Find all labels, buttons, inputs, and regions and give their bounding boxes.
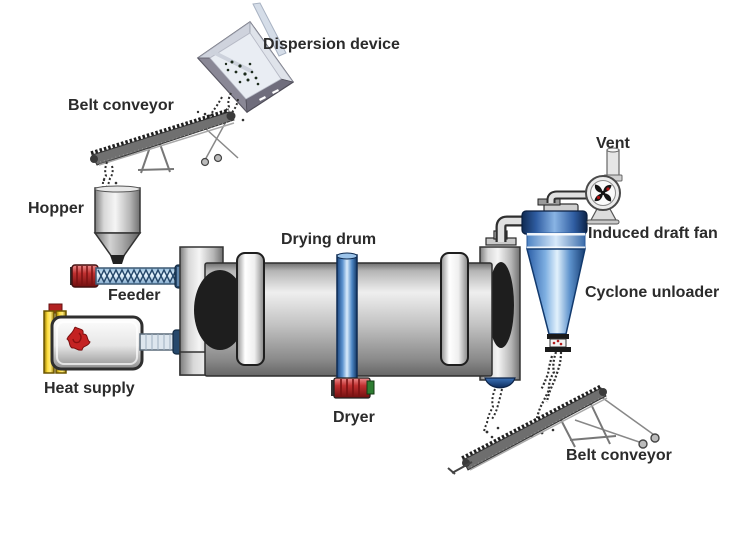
flame-icon [66,326,91,351]
label-belt-conveyor-top: Belt conveyor [68,97,174,114]
label-dryer: Dryer [333,409,375,426]
dryer-drive-motor [331,377,375,399]
particle-stream-cyclone [535,351,563,419]
hopper-spout [110,255,125,264]
drum-to-cyclone-pipe [495,215,532,242]
label-dispersion-device: Dispersion device [263,36,400,53]
induced-draft-fan [585,147,623,225]
cyclone-separator [521,190,591,352]
label-drying-drum: Drying drum [281,231,377,248]
particle-dots-drum [485,426,500,439]
particle-stream-drum-discharge [483,388,503,434]
hopper [93,185,142,264]
label-vent: Vent [596,135,630,152]
dryer-pipe [336,254,358,380]
drum-feed-opening [194,270,246,350]
dispersion-particles [224,60,260,86]
dispersion-device [196,20,295,114]
screw-feeder [70,264,186,289]
feeder-motor [71,264,99,288]
dispersion-tray [209,32,282,100]
label-cyclone-unloader: Cyclone unloader [585,284,720,301]
belt-conveyor-top [90,108,239,174]
fan-blades-icon [594,184,612,202]
belt-conveyor-bottom [447,384,660,475]
belt-material-bottom [461,384,602,460]
label-induced-draft-fan: Induced draft fan [588,225,718,242]
cyclone-discharge-valve [545,334,571,352]
label-feeder: Feeder [108,287,161,304]
feed-chute [252,2,287,57]
drum-riding-ring [236,252,265,366]
label-heat-supply: Heat supply [44,380,135,397]
drum-riding-ring [440,252,469,366]
rotary-drying-drum [179,230,521,389]
label-belt-conveyor-bottom: Belt conveyor [566,447,672,464]
heat-supply-burner [43,303,185,374]
particle-stream-to-hopper [101,161,114,189]
label-hopper: Hopper [28,200,84,217]
discharge-outlet [484,377,516,389]
cyclone-cone [526,248,586,335]
belt-material-top [90,108,230,155]
